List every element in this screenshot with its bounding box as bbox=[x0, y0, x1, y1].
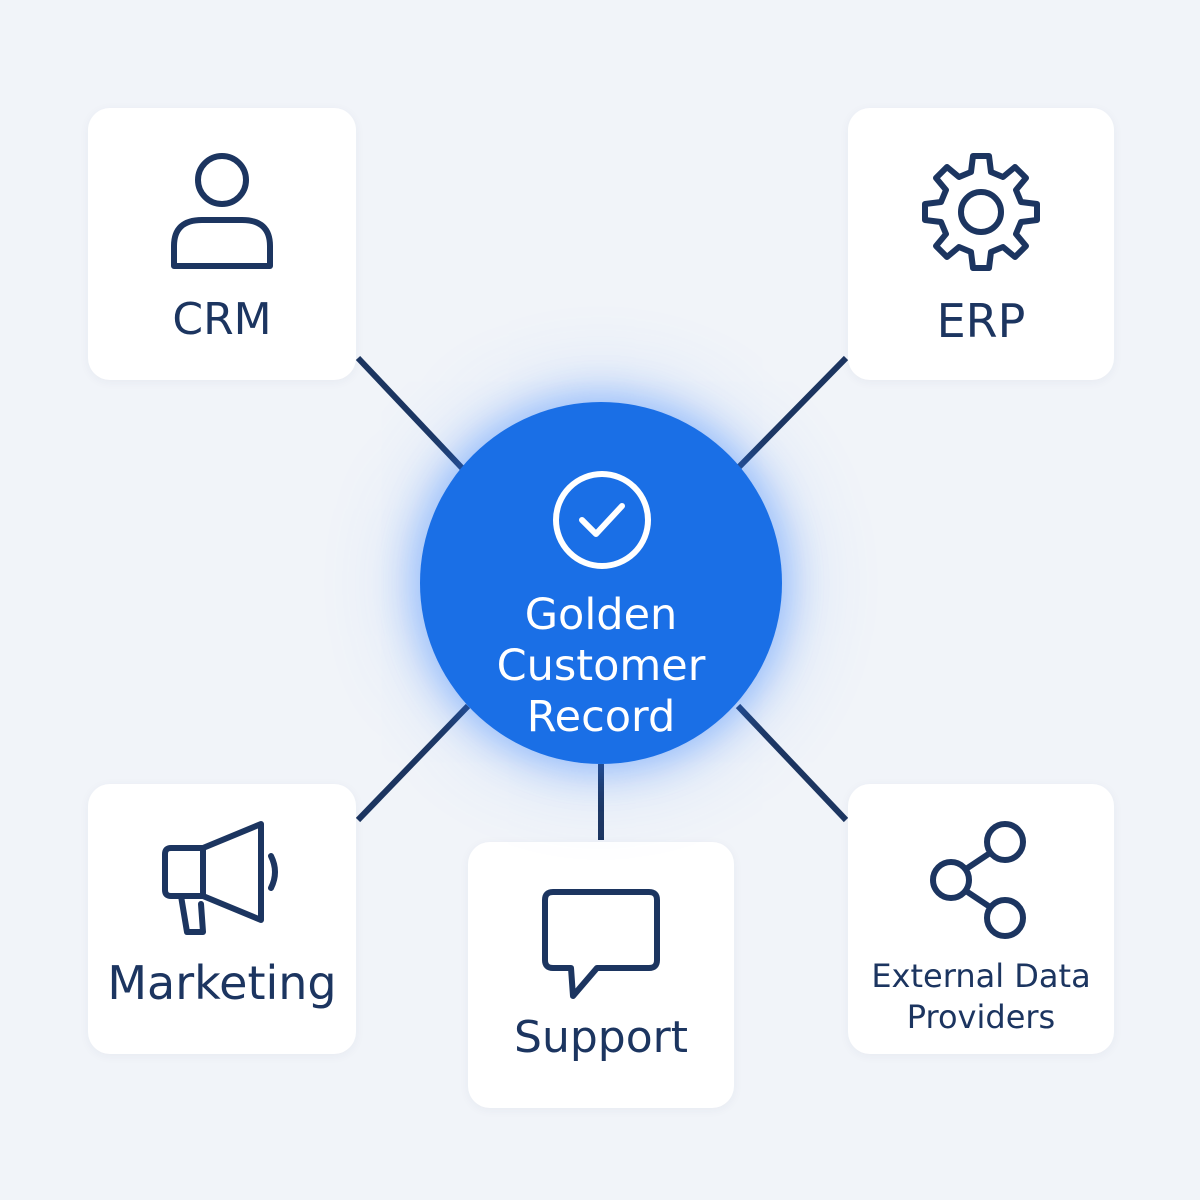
source-card-crm[interactable]: CRM bbox=[88, 108, 356, 380]
check-circle-icon bbox=[550, 468, 654, 576]
source-label-marketing: Marketing bbox=[107, 956, 337, 1010]
connector-external bbox=[735, 703, 849, 823]
share-nodes-icon bbox=[929, 820, 1033, 944]
source-label-erp: ERP bbox=[936, 294, 1026, 348]
source-label-crm: CRM bbox=[172, 294, 272, 345]
source-card-external-data-providers[interactable]: External Data Providers bbox=[848, 784, 1114, 1054]
source-card-marketing[interactable]: Marketing bbox=[88, 784, 356, 1054]
golden-customer-record-hub[interactable]: Golden Customer Record bbox=[420, 402, 782, 764]
source-card-support[interactable]: Support bbox=[468, 842, 734, 1108]
source-label-support: Support bbox=[514, 1012, 688, 1063]
chat-bubble-icon bbox=[539, 886, 663, 1006]
hub-label: Golden Customer Record bbox=[496, 590, 706, 742]
megaphone-icon bbox=[157, 820, 287, 944]
source-card-erp[interactable]: ERP bbox=[848, 108, 1114, 380]
connector-erp bbox=[735, 355, 849, 471]
user-icon bbox=[162, 148, 282, 282]
connector-crm bbox=[355, 355, 465, 471]
gear-icon bbox=[917, 148, 1045, 280]
source-label-external-data-providers: External Data Providers bbox=[871, 957, 1091, 1036]
connector-marketing bbox=[355, 703, 471, 823]
